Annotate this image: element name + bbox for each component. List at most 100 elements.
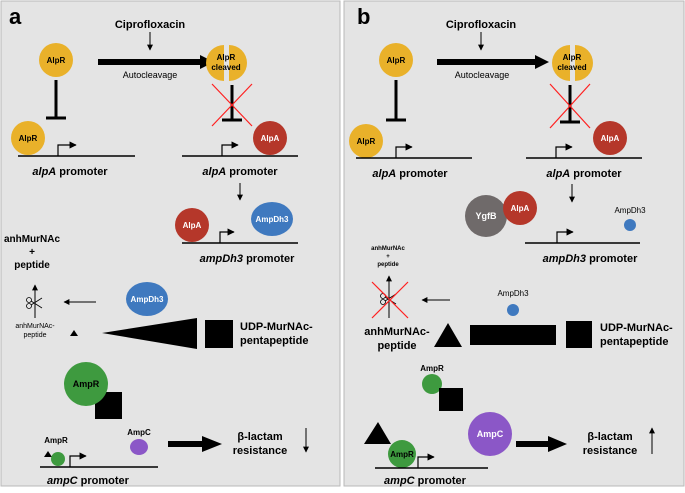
substrate-triangle [434,323,462,347]
alpr-label-b: AlpR [387,56,406,65]
ampdh3-label-b1: AmpDh3 [614,206,646,215]
substrate-b-line-2: peptide [377,340,416,352]
resistance-arrow-b [516,436,567,452]
ampdh3-promoter-b: YgfB AlpA ampDh3 promoter [465,191,640,265]
svg-text:ampDh3 promoter: ampDh3 promoter [543,253,638,265]
panel-a-label: a [9,4,22,29]
udp-b-line-2: pentapeptide [600,336,668,348]
alpr-cleaved-label-2: cleaved [211,63,240,72]
cross-line-b4 [371,281,409,319]
autocleavage-arrow [98,55,214,69]
product-line-2: + [29,247,35,258]
udp-line-1: UDP-MurNAc- [240,321,313,333]
ampdh3-promoter: AlpA AmpDh3 ampDh3 promoter [175,202,298,265]
alpr-cleaved-protein-b: AlpR cleaved [552,45,593,81]
alpa-promoter-b2-rest: promoter [570,168,622,180]
alpr-bound-label: AlpR [19,134,38,143]
svg-text:ampDh3 promoter: ampDh3 promoter [200,253,295,265]
udp-square [205,320,233,348]
svg-text:alpA promoter: alpA promoter [372,168,448,180]
svg-text:ampC promoter: ampC promoter [384,475,467,487]
panel-a: a Ciprofloxacin Autocleavage AlpR AlpR c… [0,0,341,487]
ampr-bound-label: AmpR [390,450,414,459]
alpa-promoter-1-rest: promoter [56,166,108,178]
alpa-promoter-b2-italic: alpA [546,168,570,180]
alpa-promoter-b1-italic: alpA [372,168,396,180]
alpr-cleaved-b-label-1: AlpR [563,53,582,62]
alpa-promoter-b2: AlpA alpA promoter [526,121,642,180]
resistance-b-line-1: β-lactam [587,431,632,443]
product-b-line-3: peptide [377,262,399,268]
alpr-label: AlpR [47,56,66,65]
alpr-bound-label-b: AlpR [357,137,376,146]
ampdh3-small-protein-1 [624,219,636,231]
product-b-line-1: anhMurNAc [371,246,405,252]
alpa-promoter-2-rest: promoter [226,166,278,178]
ampr-big-label: AmpR [73,379,100,389]
autocleavage-label: Autocleavage [123,70,178,80]
ygfb-label: YgfB [476,211,497,221]
ampc-promoter-b-italic: ampC [384,475,416,487]
ampdh3-bound-label: AmpDh3 [256,215,289,224]
ampc-label: AmpC [127,428,151,437]
small-triangle [70,330,78,336]
resistance-line-1: β-lactam [237,431,282,443]
product-b-line-2: + [386,254,390,260]
alpa-label-2: AlpA [183,221,202,230]
ampr-free-protein [422,374,442,394]
svg-text:ampC promoter: ampC promoter [47,475,130,487]
autocleavage-label-b: Autocleavage [455,70,510,80]
svg-text:alpA promoter: alpA promoter [202,166,278,178]
ampdh3-promoter-b-rest: promoter [586,253,638,265]
alpa-label-b2: AlpA [511,204,530,213]
panel-b: b Ciprofloxacin Autocleavage AlpR AlpR c… [343,0,685,487]
ampr-small-label: AmpR [44,436,68,445]
substrate-small-line-1: anhMurNAc- [15,323,55,330]
udp-line-2: pentapeptide [240,335,308,347]
ampc-promoter-a: AmpR ampC promoter [40,436,158,487]
ciprofloxacin-label: Ciprofloxacin [115,19,186,31]
udp-square-b [566,321,592,348]
ampc-promoter-italic: ampC [47,475,79,487]
resistance-b-line-2: resistance [583,445,637,457]
alpa-promoter-2: AlpA alpA promoter [182,121,298,178]
ampc-label-b: AmpC [477,429,504,439]
alpr-cleaved-b-label-2: cleaved [557,63,586,72]
ampc-small-protein [130,439,148,455]
ampdh3-small-protein-2 [507,304,519,316]
alpa-promoter-b1-rest: promoter [396,168,448,180]
scissor-icon [26,284,43,318]
ampdh3-free-protein [126,282,168,316]
gradient-wedge [102,318,197,349]
cross-line-b2 [549,83,591,129]
alpr-cleaved-label-1: AlpR [217,53,236,62]
alpa-promoter-1-italic: alpA [32,166,56,178]
resistance-line-2: resistance [233,445,287,457]
panel-b-label: b [357,4,370,29]
ampdh3-promoter-b-italic: ampDh3 [543,253,586,265]
svg-text:alpA promoter: alpA promoter [32,166,108,178]
product-line-3: peptide [14,260,50,271]
ampdh3-promoter-italic: ampDh3 [200,253,243,265]
alpr-protein-b: AlpR [379,43,413,77]
ampc-promoter-b: AmpR ampC promoter [364,422,488,487]
alpa-promoter-2-italic: alpA [202,166,226,178]
ampc-big-protein [468,412,512,456]
substrate-small-line-2: peptide [24,332,47,339]
ciprofloxacin-label-b: Ciprofloxacin [446,19,517,31]
substrate-bar [470,325,556,345]
alpr-protein: AlpR [39,43,73,77]
ampdh3-free-label: AmpDh3 [131,295,164,304]
alpa-promoter-b1: AlpR alpA promoter [349,124,472,180]
ampdh3-promoter-rest: promoter [243,253,295,265]
alpa-label-1: AlpA [261,134,280,143]
alpr-cleaved-protein: AlpR cleaved [206,45,247,81]
resistance-arrow-a [168,436,222,452]
ampr-big-protein [64,362,108,406]
ampc-promoter-rest: promoter [78,475,130,487]
product-line-1: anhMurNAc [4,234,61,245]
udp-b-line-1: UDP-MurNAc- [600,322,673,334]
ampc-promoter-b-rest: promoter [415,475,467,487]
